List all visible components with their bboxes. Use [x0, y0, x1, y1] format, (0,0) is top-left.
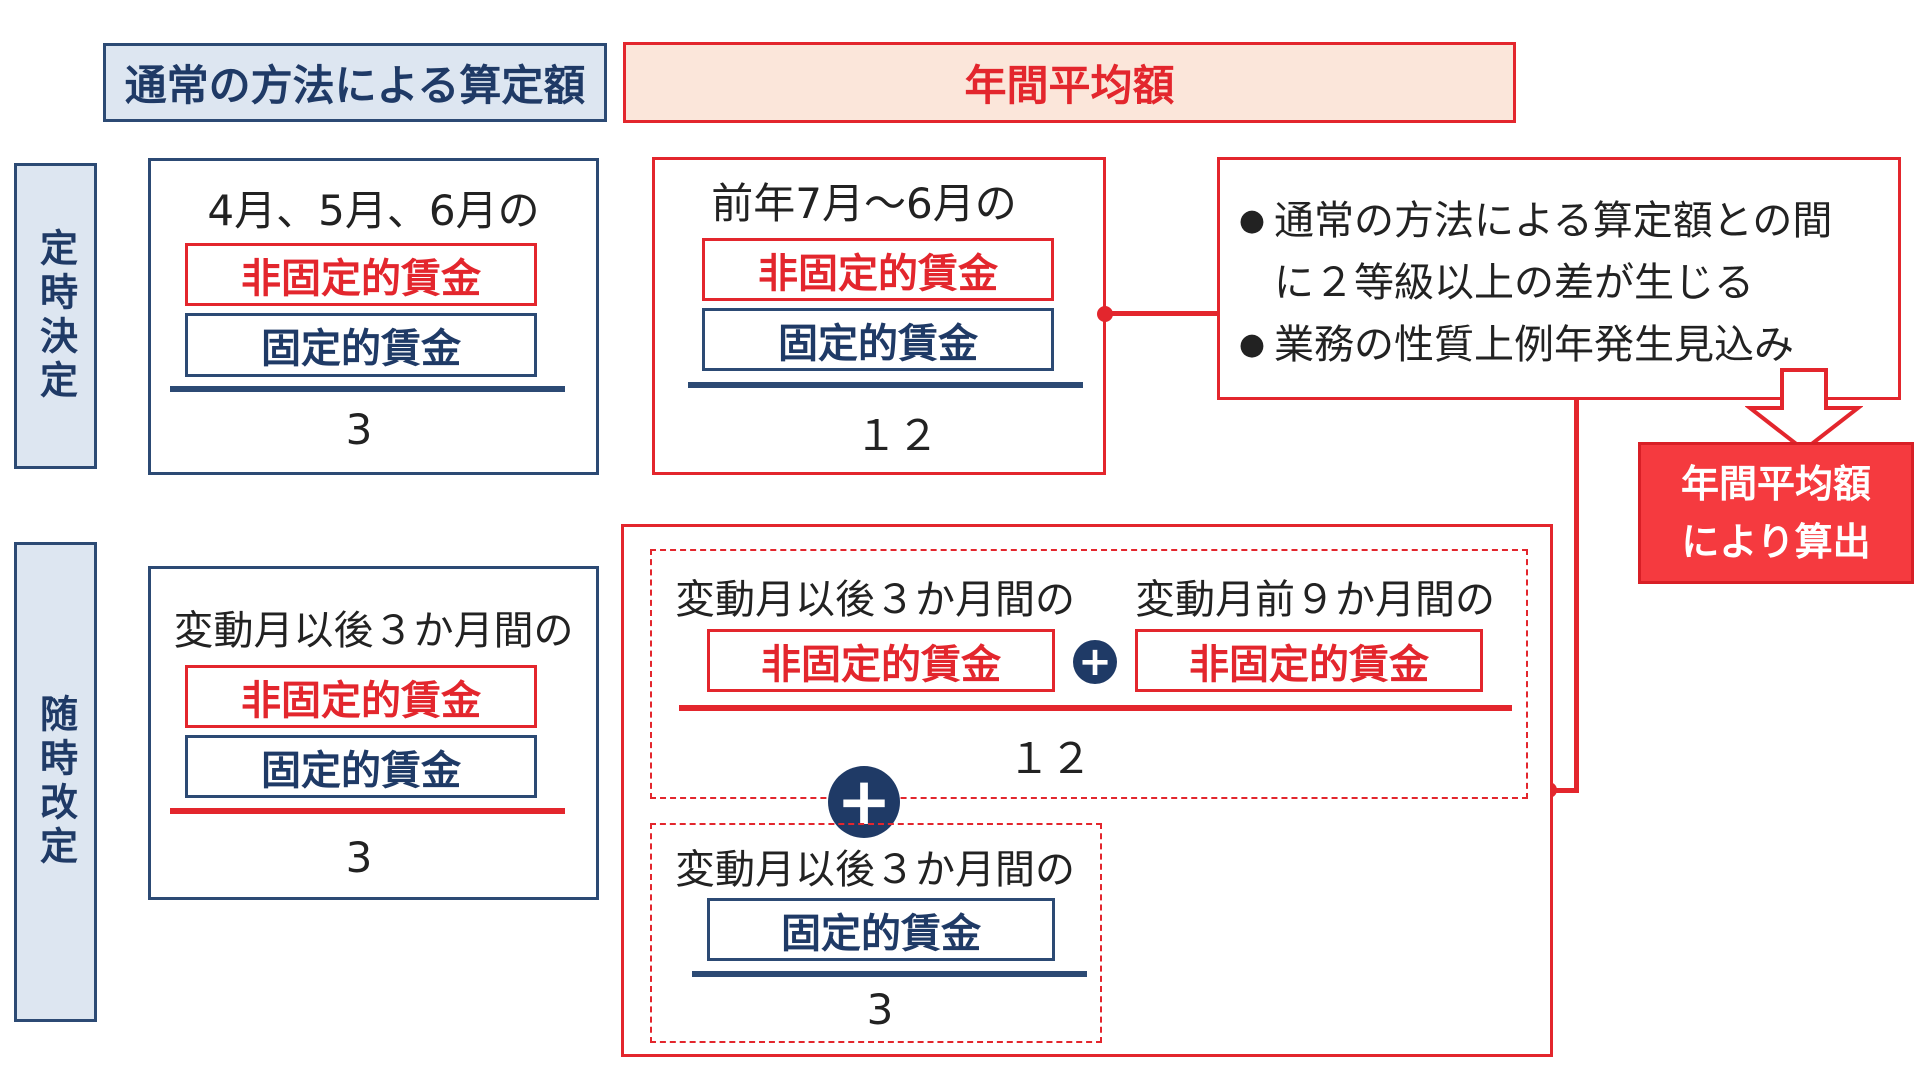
connector-line-horizontal: [1105, 311, 1217, 316]
regular-annual-caption: 前年7月～6月の: [711, 179, 1017, 228]
adhoc-annual-nonfixed-after: 非固定的賃金: [707, 629, 1055, 692]
plus-icon: +: [1073, 640, 1117, 684]
regular-annual-nonfixed: 非固定的賃金: [702, 238, 1054, 301]
down-arrow-icon: [1745, 368, 1863, 453]
condition-1-line-1: 通常の方法による算定額との間: [1274, 198, 1833, 244]
result-line-2: により算出: [1681, 520, 1871, 564]
conditions-box: ● 通常の方法による算定額との間 に２等級以上の差が生じる ● 業務の性質上例年…: [1217, 157, 1901, 400]
adhoc-annual-fixed-group: [650, 823, 1102, 1043]
regular-standard-nonfixed: 非固定的賃金: [185, 243, 537, 306]
adhoc-annual-nonfixed-fraction-line: [679, 705, 1512, 711]
regular-standard-fraction-line: [170, 386, 565, 392]
condition-2: 業務の性質上例年発生見込み: [1274, 322, 1794, 368]
regular-annual-fraction-line: [688, 382, 1083, 388]
regular-standard-caption: 4月、5月、6月の: [207, 186, 540, 235]
regular-annual-fixed: 固定的賃金: [702, 308, 1054, 371]
adhoc-standard-denominator: 3: [345, 833, 373, 882]
adhoc-standard-fixed: 固定的賃金: [185, 735, 537, 798]
adhoc-standard-nonfixed: 非固定的賃金: [185, 665, 537, 728]
condition-item: ● 業務の性質上例年発生見込み: [1230, 314, 1898, 376]
adhoc-annual-fixed-fraction-line: [692, 971, 1087, 977]
adhoc-standard-fraction-line: [170, 808, 565, 814]
adhoc-annual-nonfixed-group: [650, 549, 1528, 799]
connector-line-vertical: [1574, 398, 1579, 793]
adhoc-annual-caption-before: 変動月前９か月間の: [1135, 577, 1495, 623]
adhoc-standard-box: [148, 566, 599, 900]
adhoc-annual-nonfixed-denominator: １２: [1007, 734, 1092, 783]
result-badge: 年間平均額 により算出: [1638, 442, 1914, 584]
adhoc-annual-fixed-tag: 固定的賃金: [707, 898, 1055, 961]
header-annual-average: 年間平均額: [623, 42, 1516, 123]
condition-1-line-2: に２等級以上の差が生じる: [1274, 260, 1754, 306]
connector-line-bottom: [1552, 788, 1579, 793]
adhoc-standard-caption: 変動月以後３か月間の: [173, 608, 574, 654]
regular-standard-fixed: 固定的賃金: [185, 313, 537, 377]
regular-annual-denominator: １２: [854, 411, 939, 460]
side-label-regular: 定時決定: [14, 163, 97, 469]
adhoc-annual-box: [621, 524, 1553, 1057]
header-standard: 通常の方法による算定額: [103, 43, 607, 122]
adhoc-annual-caption-after: 変動月以後３か月間の: [675, 577, 1075, 623]
regular-standard-denominator: 3: [345, 405, 373, 454]
adhoc-annual-fixed-caption: 変動月以後３か月間の: [675, 847, 1075, 893]
bullet-icon: ●: [1238, 327, 1266, 362]
adhoc-annual-fixed-denominator: 3: [866, 985, 894, 1034]
bullet-icon: ●: [1238, 203, 1266, 238]
condition-item: ● 通常の方法による算定額との間 に２等級以上の差が生じる: [1230, 190, 1898, 314]
result-line-1: 年間平均額: [1680, 462, 1871, 506]
side-label-adhoc: 随時改定: [14, 542, 97, 1022]
adhoc-annual-nonfixed-before: 非固定的賃金: [1135, 629, 1483, 692]
